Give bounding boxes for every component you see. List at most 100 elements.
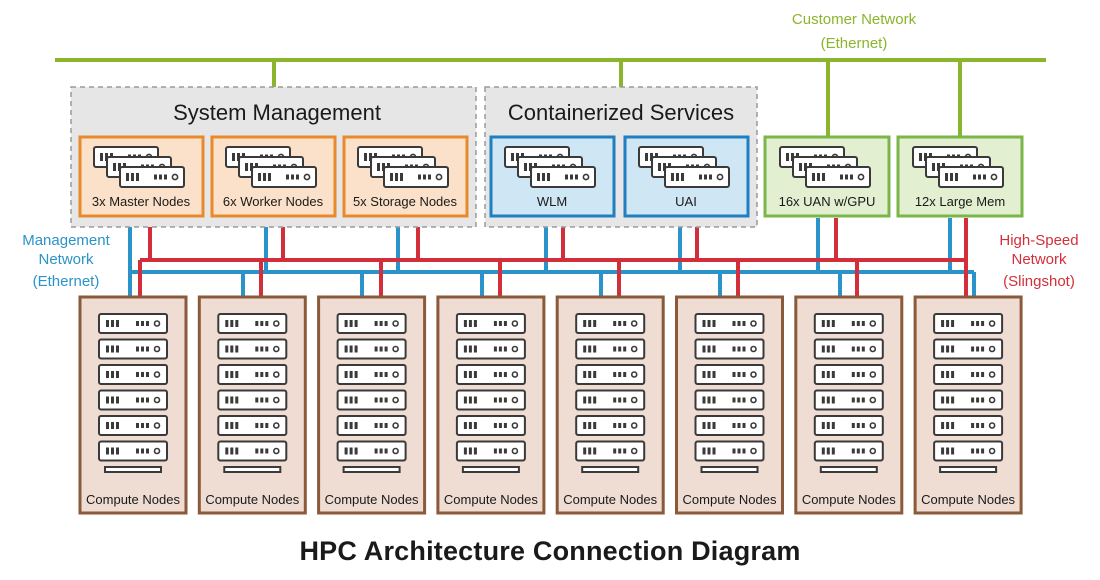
- server-icon: [98, 415, 168, 436]
- server-icon: [217, 338, 288, 360]
- compute-nodes-label: Compute Nodes: [325, 492, 419, 507]
- server-icon: [336, 313, 407, 334]
- server-icon: [694, 440, 765, 462]
- server-icon: [575, 440, 646, 462]
- storage-nodes: 5x Storage Nodes: [342, 135, 469, 218]
- server-icon: [575, 313, 646, 334]
- server-icon: [813, 364, 884, 385]
- uai-label: UAI: [675, 194, 697, 209]
- uan-gpu-label: 16x UAN w/GPU: [779, 194, 876, 209]
- rack-base: [939, 466, 998, 473]
- management-network-label: Management Network (Ethernet): [22, 232, 110, 290]
- svg-text:High-Speed: High-Speed: [999, 232, 1078, 249]
- server-icon: [813, 313, 884, 334]
- system-management-title: System Management: [173, 100, 381, 125]
- server-icon: [575, 415, 646, 436]
- server-icon: [694, 338, 765, 360]
- compute-nodes-label: Compute Nodes: [683, 492, 777, 507]
- server-icon: [933, 389, 1004, 411]
- storage-nodes-label: 5x Storage Nodes: [353, 194, 458, 209]
- server-icon: [217, 389, 288, 411]
- compute-nodes-label: Compute Nodes: [563, 492, 657, 507]
- server-icon: [575, 389, 646, 411]
- master-nodes: 3x Master Nodes: [78, 135, 205, 218]
- server-icon: [98, 389, 168, 411]
- server-icon: [933, 313, 1004, 334]
- compute-nodes-label: Compute Nodes: [921, 492, 1015, 507]
- server-icon: [694, 313, 765, 334]
- compute-nodes-label: Compute Nodes: [802, 492, 896, 507]
- wlm-label: WLM: [537, 194, 567, 209]
- rack-base: [104, 466, 162, 473]
- svg-text:Network: Network: [38, 251, 94, 268]
- server-icon: [98, 440, 168, 462]
- rack-base: [819, 466, 878, 473]
- compute-node-rack: Compute Nodes: [197, 295, 307, 515]
- svg-text:Management: Management: [22, 232, 110, 249]
- wlm-node: WLM: [489, 135, 616, 218]
- rack-base: [342, 466, 401, 473]
- server-icon: [217, 313, 288, 334]
- server-icon: [813, 440, 884, 462]
- svg-text:(Slingshot): (Slingshot): [1003, 273, 1075, 290]
- server-icon: [455, 364, 526, 385]
- server-icon: [98, 338, 168, 360]
- customer-network-label: Customer Network (Ethernet): [792, 11, 917, 52]
- large-mem-label: 12x Large Mem: [915, 194, 1005, 209]
- server-icon: [933, 440, 1004, 462]
- server-icon: [813, 415, 884, 436]
- compute-node-rack: Compute Nodes: [794, 295, 904, 515]
- server-icon: [933, 415, 1004, 436]
- master-nodes-label: 3x Master Nodes: [92, 194, 191, 209]
- server-icon: [694, 415, 765, 436]
- server-icon: [455, 338, 526, 360]
- compute-node-rack: Compute Nodes: [317, 295, 427, 515]
- server-icon: [694, 389, 765, 411]
- svg-text:(Ethernet): (Ethernet): [33, 273, 100, 290]
- server-icon: [455, 389, 526, 411]
- compute-nodes-label: Compute Nodes: [86, 492, 180, 507]
- server-icon: [455, 313, 526, 334]
- server-icon: [336, 440, 407, 462]
- diagram-title: HPC Architecture Connection Diagram: [299, 536, 801, 566]
- server-icon: [694, 364, 765, 385]
- svg-text:(Ethernet): (Ethernet): [821, 35, 888, 52]
- management-network: [128, 218, 976, 297]
- server-icon: [336, 415, 407, 436]
- compute-node-rack: Compute Nodes: [436, 295, 546, 515]
- compute-nodes-label: Compute Nodes: [444, 492, 538, 507]
- rack-base: [223, 466, 282, 473]
- rack-base: [581, 466, 640, 473]
- server-icon: [933, 338, 1004, 360]
- server-icon: [98, 364, 168, 385]
- server-icon: [217, 415, 288, 436]
- server-icon: [217, 440, 288, 462]
- rack-base: [700, 466, 759, 473]
- server-icon: [336, 389, 407, 411]
- uai-node: UAI: [623, 135, 750, 218]
- server-icon: [575, 338, 646, 360]
- server-icon: [455, 440, 526, 462]
- worker-nodes-label: 6x Worker Nodes: [223, 194, 324, 209]
- server-icon: [98, 313, 168, 334]
- rack-base: [461, 466, 520, 473]
- server-icon: [336, 364, 407, 385]
- compute-node-rack: Compute Nodes: [675, 295, 784, 515]
- uan-gpu-node: 16x UAN w/GPU: [763, 135, 891, 218]
- server-icon: [813, 338, 884, 360]
- customer-network: [55, 58, 1046, 137]
- compute-node-rack: Compute Nodes: [913, 295, 1023, 515]
- server-icon: [933, 364, 1004, 385]
- worker-nodes: 6x Worker Nodes: [210, 135, 337, 218]
- system-management-group: System Management 3x Master Nodes 6x Wor…: [70, 86, 477, 228]
- server-icon: [217, 364, 288, 385]
- compute-node-rack: Compute Nodes: [78, 295, 188, 515]
- svg-text:Customer Network: Customer Network: [792, 11, 917, 28]
- large-mem-node: 12x Large Mem: [896, 135, 1024, 218]
- server-icon: [336, 338, 407, 360]
- server-icon: [575, 364, 646, 385]
- high-speed-network-label: High-Speed Network (Slingshot): [999, 232, 1078, 290]
- containerized-services-title: Containerized Services: [508, 100, 734, 125]
- compute-nodes-label: Compute Nodes: [205, 492, 299, 507]
